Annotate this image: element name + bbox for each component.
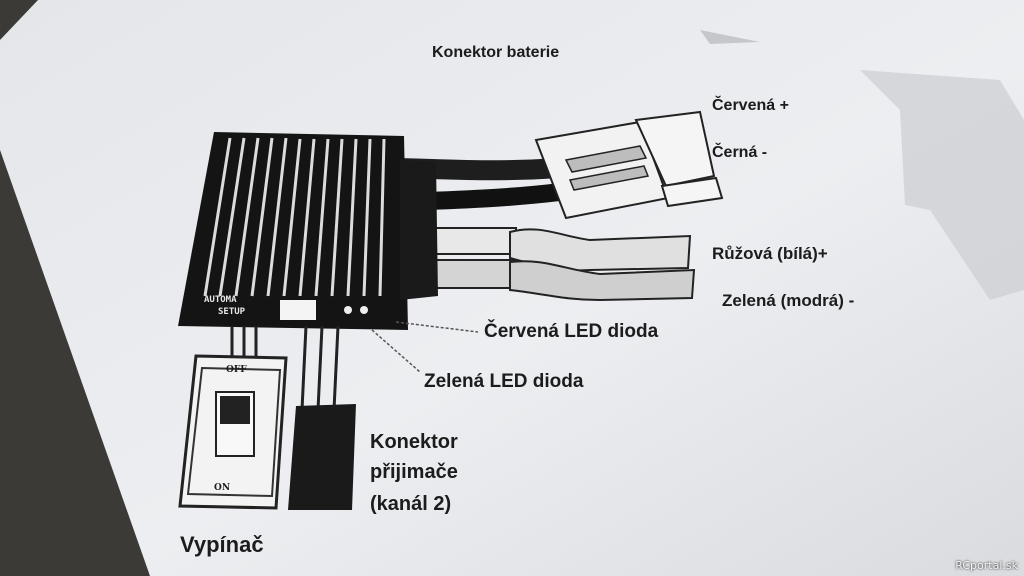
label-green-led: Zelená LED dioda bbox=[424, 371, 584, 392]
switch-text-off: OFF bbox=[226, 365, 247, 375]
label-black-minus: Černá - bbox=[712, 144, 768, 161]
leader-green-led bbox=[371, 329, 421, 373]
switch-knob bbox=[220, 396, 250, 424]
connector-pin-upper bbox=[564, 145, 648, 173]
receiver-plug bbox=[288, 404, 356, 510]
connector-pin-lower bbox=[568, 165, 650, 191]
switch-inner-frame bbox=[186, 366, 282, 498]
receiver-plug-body bbox=[288, 404, 356, 510]
battery-connector bbox=[534, 110, 724, 220]
watermark-text: RCportal.sk bbox=[955, 559, 1018, 572]
switch-device bbox=[178, 354, 288, 510]
label-pink-plus: Růžová (bílá)+ bbox=[712, 244, 828, 263]
background-mark bbox=[700, 30, 760, 44]
switch-text-on: ON bbox=[214, 483, 231, 493]
title-battery-connector: Konektor baterie bbox=[432, 44, 560, 61]
green-led bbox=[360, 306, 368, 314]
label-receiver-line3: (kanál 2) bbox=[370, 493, 452, 515]
label-green-minus: Zelená (modrá) - bbox=[722, 291, 855, 310]
receiver-wires bbox=[300, 325, 340, 411]
background-logo-shape bbox=[860, 70, 1024, 300]
sleeve-green bbox=[509, 260, 696, 302]
label-red-led: Červená LED dioda bbox=[484, 321, 659, 342]
speed-controller bbox=[178, 132, 438, 330]
label-receiver-line1: Konektor bbox=[370, 431, 458, 453]
label-switch: Vypínač bbox=[180, 532, 264, 557]
switch-wires bbox=[230, 326, 258, 360]
heatsink-body bbox=[178, 132, 408, 330]
label-receiver-line2: přijimače bbox=[370, 461, 458, 483]
controller-side-block bbox=[400, 160, 438, 300]
setup-window bbox=[280, 300, 316, 320]
connector-tab-lower bbox=[660, 176, 724, 208]
red-led bbox=[344, 306, 352, 314]
device-text-setup: SETUP bbox=[218, 307, 246, 317]
leader-red-led bbox=[395, 321, 479, 333]
connector-tab-upper bbox=[634, 110, 716, 188]
heatsink-fins bbox=[203, 137, 386, 297]
device-text-automatic: AUTOMA bbox=[204, 295, 237, 305]
label-red-plus: Červená + bbox=[712, 97, 789, 114]
